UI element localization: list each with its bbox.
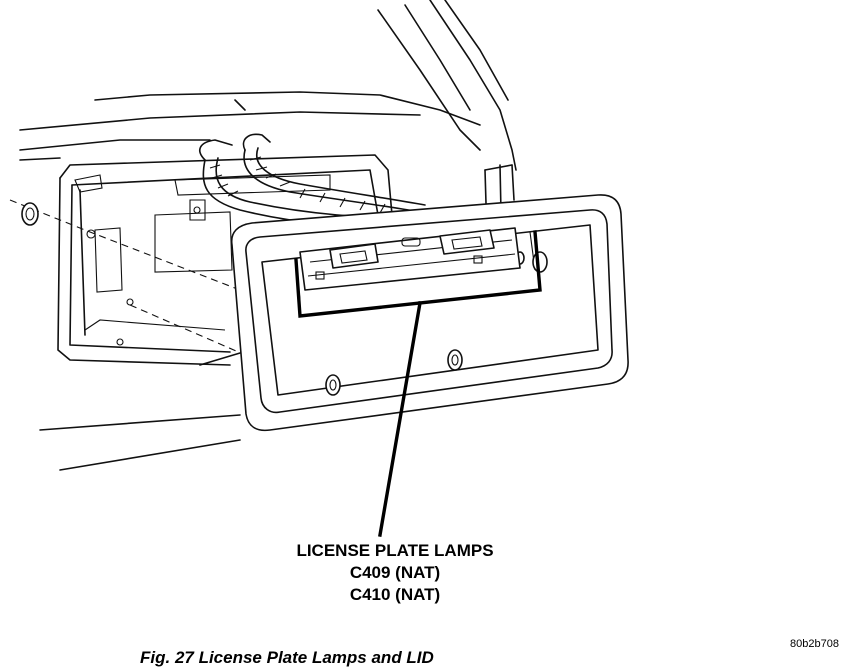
lamp-bracket [299,227,521,291]
figure-caption: Fig. 27 License Plate Lamps and LID [140,648,434,667]
callout-bracket [294,230,542,537]
callout-label: LICENSE PLATE LAMPS C409 (NAT) C410 (NAT… [250,540,540,606]
callout-line-3: C410 (NAT) [349,585,441,604]
callout-line-2: C409 (NAT) [349,563,441,582]
license-lamp-right [439,229,495,255]
license-lamp-left [329,243,379,269]
callout-line-1: LICENSE PLATE LAMPS [296,541,494,560]
liftgate-outline [19,0,517,471]
liftgate-recess [57,154,393,366]
nut-left [21,202,39,226]
reference-code: 80b2b708 [790,638,839,650]
license-plate-housing [230,194,629,432]
